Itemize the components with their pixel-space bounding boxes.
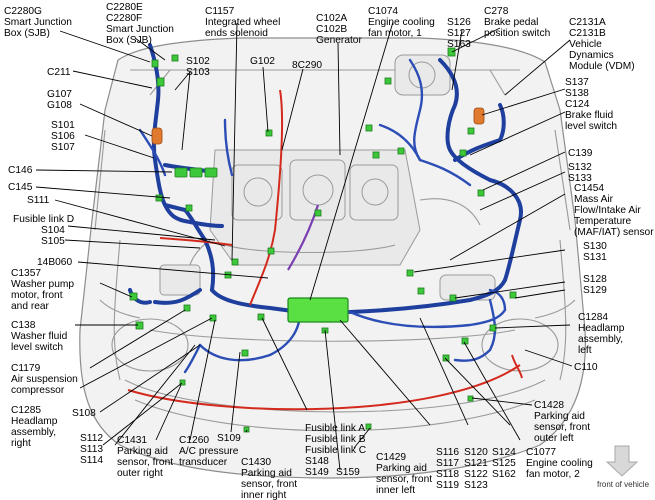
label-c145: C145 xyxy=(8,182,33,193)
label-c124: C124 Brake fluid level switch xyxy=(565,94,617,132)
label-c1431: C1431 Parking aid sensor, front outer ri… xyxy=(117,430,177,479)
label-s128: S128 S129 xyxy=(583,269,611,296)
engine-block xyxy=(159,54,496,301)
label-s124: S124 S125 S162 xyxy=(492,442,520,480)
label-c1429: C1429 Parking aid sensor, front inner le… xyxy=(376,447,436,496)
label-c1430: C1430 Parking aid sensor, front inner ri… xyxy=(241,452,301,500)
label-c139: C139 xyxy=(568,148,593,159)
label-fusible-link-abc: Fusible link A Fusible link B Fusible li… xyxy=(305,418,370,456)
label-s108: S108 xyxy=(72,408,96,419)
label-c1428: C1428 Parking aid sensor, front outer le… xyxy=(534,395,594,444)
label-c138: C138 Washer fluid level switch xyxy=(11,315,71,353)
leader-lines xyxy=(35,21,573,471)
label-s102: S102 S103 xyxy=(186,51,214,78)
label-s159: S159 xyxy=(336,467,360,478)
label-g107: G107 G108 xyxy=(47,84,76,111)
label-s101: S101 S106 S107 xyxy=(51,115,79,153)
label-s120: S120 S121 S122 S123 xyxy=(464,442,492,491)
label-c1454: C1454 Mass Air Flow/Intake Air Temperatu… xyxy=(574,178,654,238)
label-g102: G102 xyxy=(250,56,275,67)
label-s137: S137 S138 xyxy=(565,72,593,99)
label-c2280e: C2280E C2280F Smart Junction Box (SJB) xyxy=(106,0,178,46)
label-s148: S148 S149 xyxy=(305,451,333,478)
label-s116: S116 S117 S118 S119 xyxy=(436,442,463,491)
label-s130: S130 S131 xyxy=(583,236,611,263)
label-s111: S111 xyxy=(27,195,50,206)
label-c146: C146 xyxy=(8,165,33,176)
front-arrow-icon xyxy=(605,445,639,477)
label-s112: S112 S113 S114 xyxy=(80,428,107,466)
label-c1157: C1157 Integrated wheel ends solenoid xyxy=(205,1,284,39)
label-c278: C278 Brake pedal position switch xyxy=(484,1,550,39)
callout-labels: C2280G Smart Junction Box (SJB) C2280E C… xyxy=(4,0,654,500)
label-c110: C110 xyxy=(574,362,598,373)
components xyxy=(129,47,517,433)
label-c1357: C1357 Washer pump motor, front and rear xyxy=(11,263,78,312)
label-s126: S126 S127 S163 xyxy=(447,12,475,50)
wiring-harness xyxy=(127,43,523,411)
label-8c290: 8C290 xyxy=(292,60,322,71)
label-c1077: C1077 Engine cooling fan motor, 2 xyxy=(526,442,597,480)
label-c102: C102A C102B Generator xyxy=(316,8,362,46)
label-c1284: C1284 Headlamp assembly, left xyxy=(578,307,628,356)
label-fusible-link-d: Fusible link D xyxy=(13,214,74,225)
label-s104: S104 S105 xyxy=(41,220,69,247)
label-c211: C211 xyxy=(47,67,71,78)
front-of-vehicle-indicator: front of vehicle xyxy=(597,445,650,489)
label-c2131: C2131A C2131B Vehicle Dynamics Module (V… xyxy=(569,12,635,72)
label-s109: S109 xyxy=(217,433,241,444)
label-c1179: C1179 Air suspension compressor xyxy=(11,358,82,396)
label-c2280g: C2280G Smart Junction Box (SJB) xyxy=(4,1,76,39)
label-c1074: C1074 Engine cooling fan motor, 1 xyxy=(368,1,439,39)
label-c1285: C1285 Headlamp assembly, right xyxy=(11,400,61,449)
label-c1260: C1260 A/C pressure transducer xyxy=(179,430,242,468)
label-s132: S132 S133 xyxy=(568,157,596,184)
label-14b060: 14B060 xyxy=(37,257,72,268)
front-of-vehicle-label: front of vehicle xyxy=(597,480,650,489)
